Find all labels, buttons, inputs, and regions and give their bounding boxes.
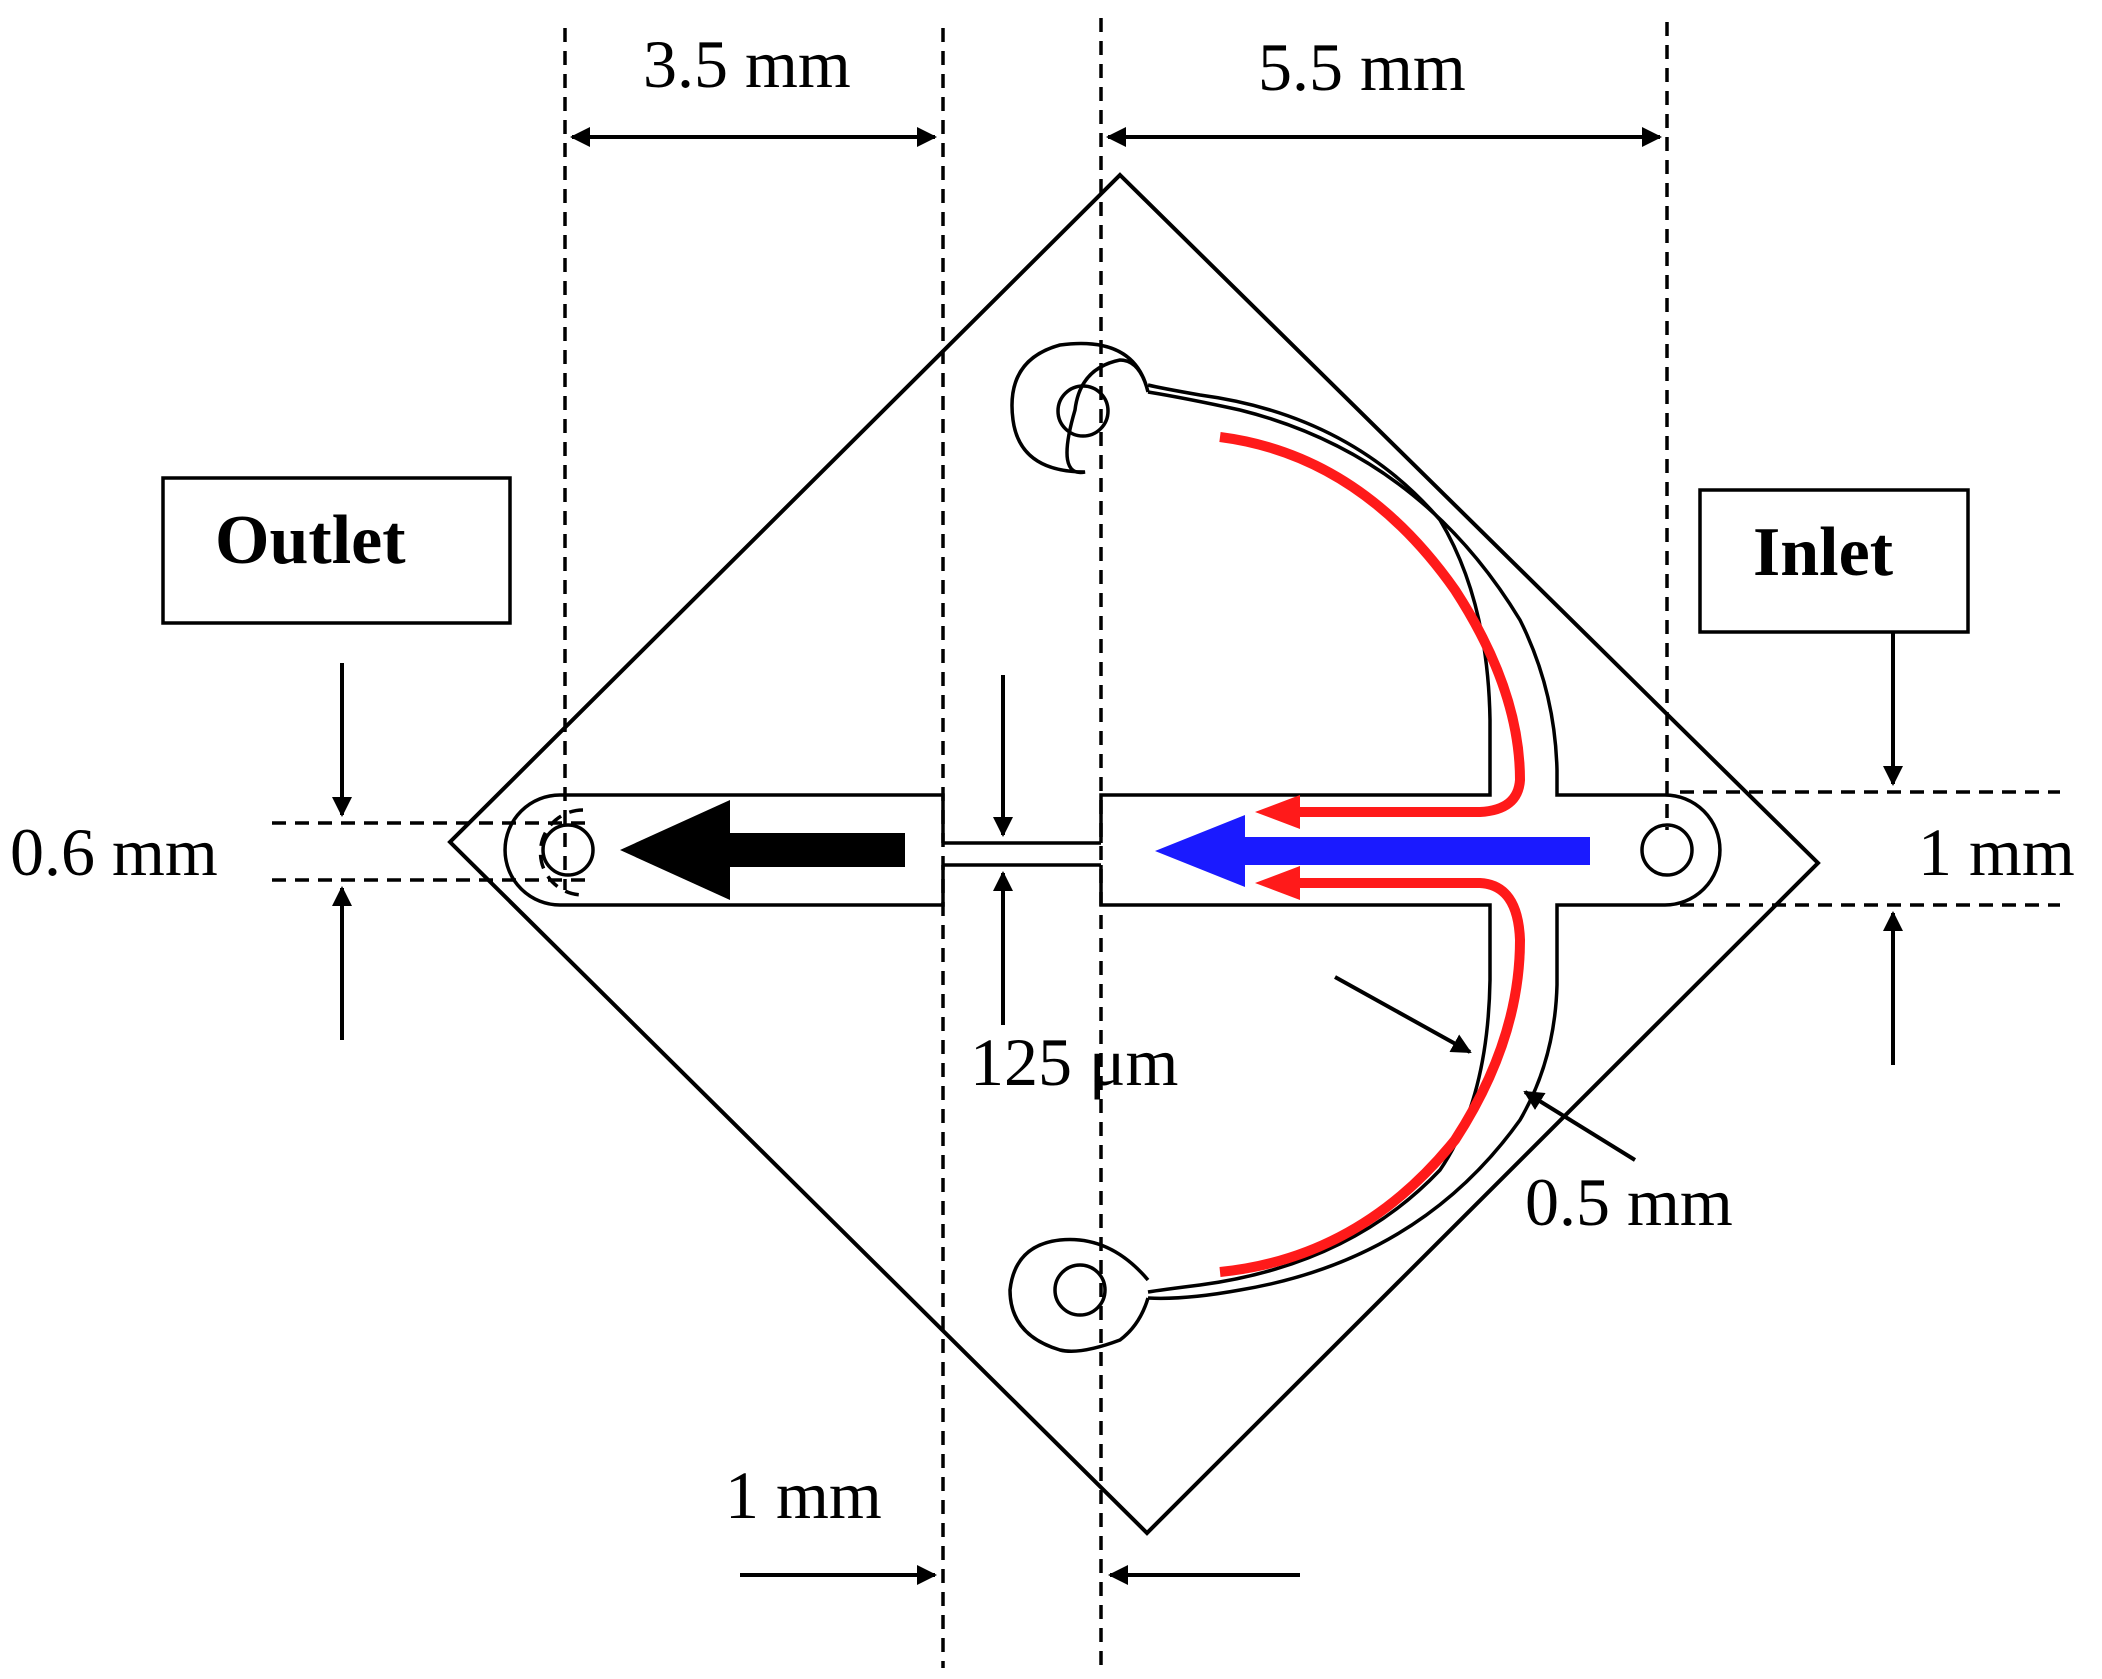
main-channel xyxy=(503,383,1722,1301)
outlet-label: Outlet xyxy=(215,502,406,579)
inlet-channel-outline-outer xyxy=(1147,390,1722,1301)
outlet-label-box xyxy=(161,476,512,625)
main-flow-arrow-head xyxy=(1155,815,1245,887)
dim-outlet-width-label: 3.5 mm xyxy=(643,26,851,102)
dim-inlet-channel-label: 1 mm xyxy=(1918,814,2075,890)
dimension-arrows xyxy=(332,127,1903,1585)
outlet-hole xyxy=(541,823,595,877)
bottom-port-ring xyxy=(1008,1237,1150,1353)
reference-dashed-lines xyxy=(272,18,2060,1668)
top-port-ring xyxy=(1010,341,1150,475)
inlet-hole xyxy=(1640,823,1694,877)
dim-neck-length-label: 1 mm xyxy=(725,1457,882,1533)
dim-inlet-width-label: 5.5 mm xyxy=(1258,29,1466,105)
inlet-label-box xyxy=(1698,488,1970,634)
main-flow-arrow-shaft xyxy=(1230,837,1590,865)
chip-outline xyxy=(447,172,1821,1536)
upper-branch-flow-arrow-head xyxy=(1255,795,1300,829)
bottom-port-hole xyxy=(1053,1263,1107,1317)
upper-branch-flow-arrow xyxy=(1219,432,1526,817)
dim-branch-width-label: 0.5 mm xyxy=(1525,1164,1733,1240)
lower-branch-flow-arrow-head xyxy=(1255,866,1300,900)
top-port-hole xyxy=(1056,384,1110,438)
dim-outlet-channel-label: 0.6 mm xyxy=(10,814,218,890)
inlet-label: Inlet xyxy=(1753,514,1893,591)
lower-branch-flow-arrow xyxy=(1219,878,1526,1277)
dim-branch-arrow-outer xyxy=(1523,1090,1637,1162)
port-holes xyxy=(541,341,1694,1353)
flow-arrows xyxy=(620,432,1590,1277)
inlet-channel-outline xyxy=(1099,383,1492,1294)
outlet-flow-arrow-shaft xyxy=(720,833,905,867)
dim-branch-arrow-inner xyxy=(1334,975,1472,1054)
outlet-flow-arrow-head xyxy=(620,800,730,900)
dim-constriction-label: 125 μm xyxy=(970,1024,1178,1100)
outlet-channel-outline xyxy=(503,793,945,907)
